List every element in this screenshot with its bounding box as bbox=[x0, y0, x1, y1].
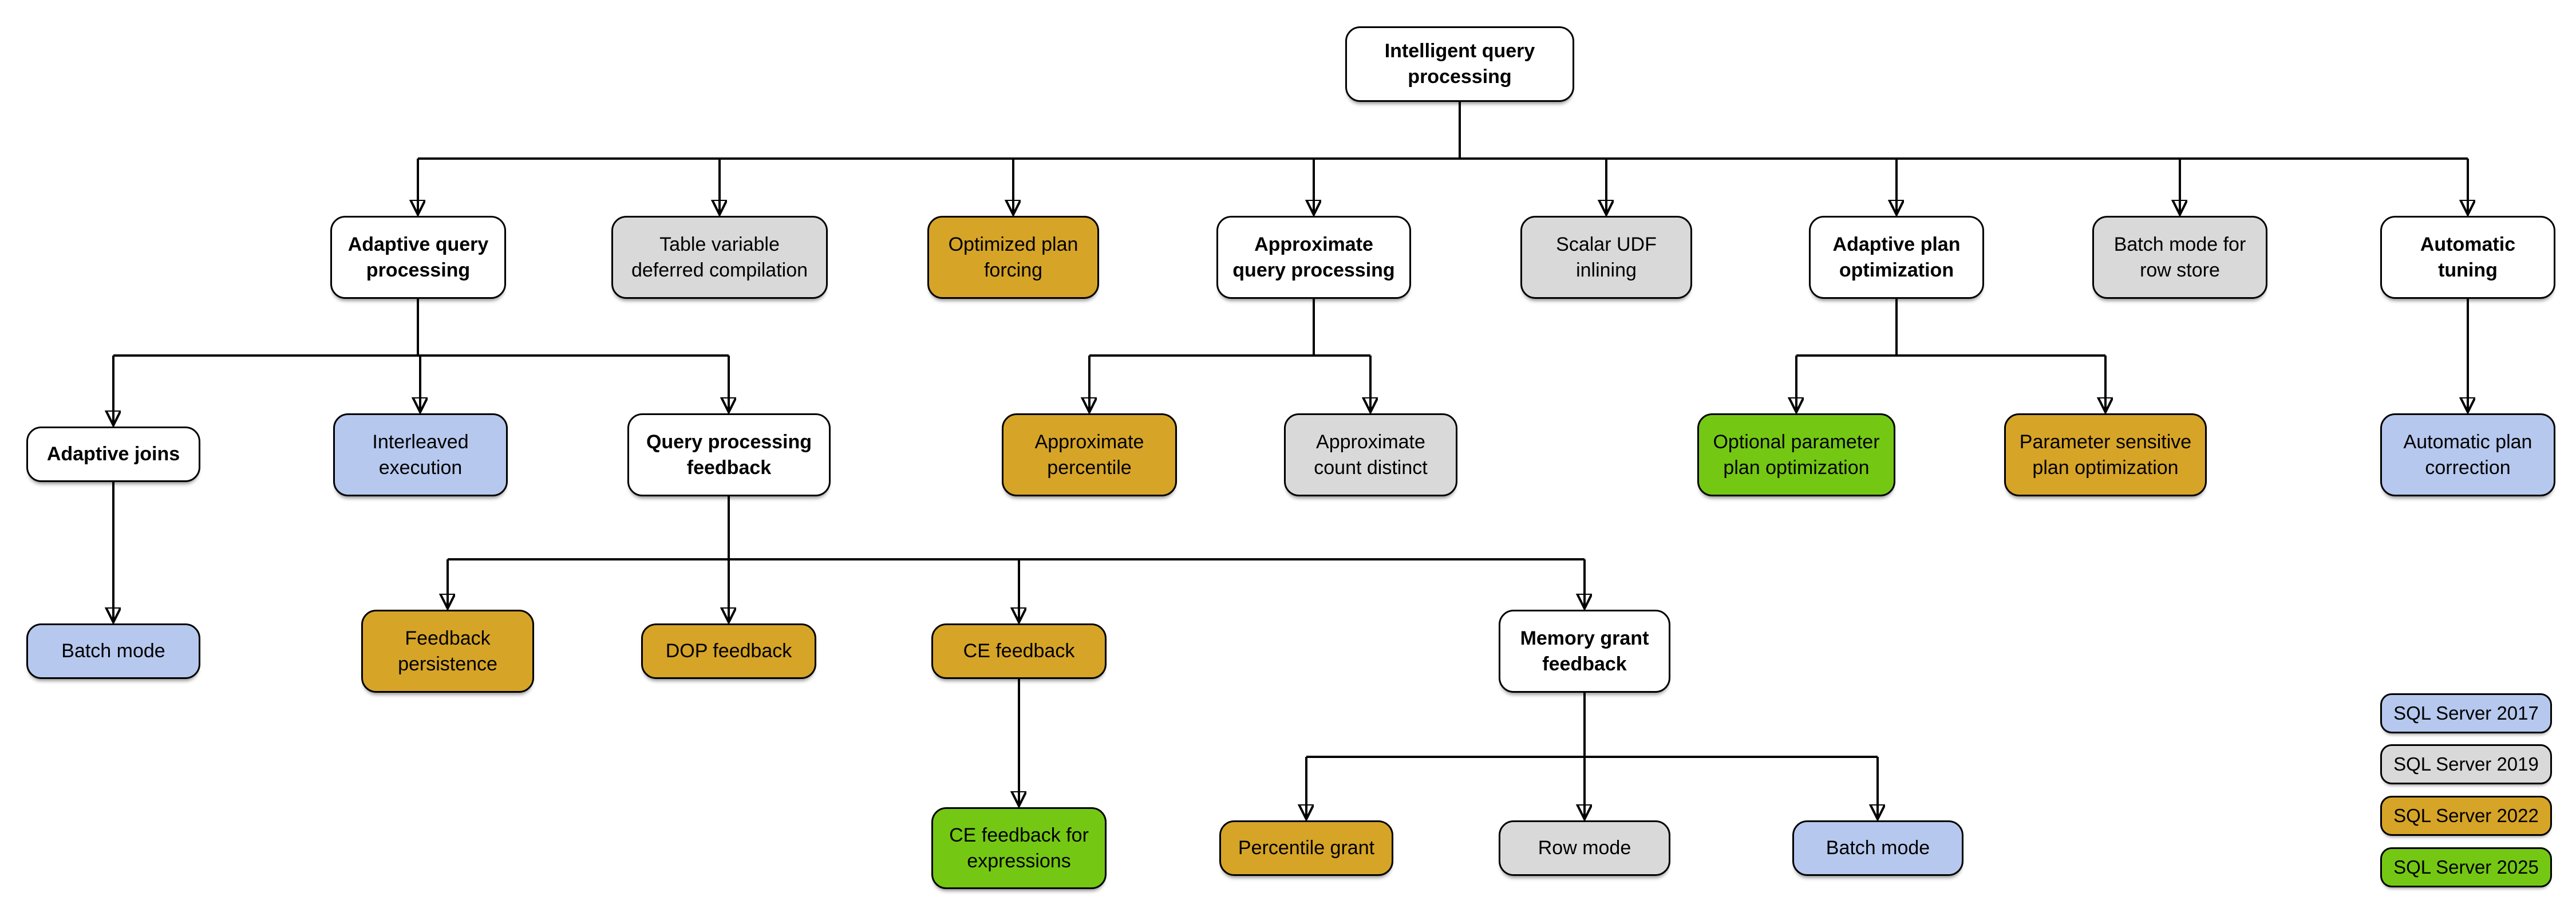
node-approximate-count-distinct: Approximate count distinct bbox=[1284, 413, 1457, 496]
node-interleaved-execution: Interleaved execution bbox=[333, 413, 508, 496]
node-approximate-query-processing: Approximate query processing bbox=[1216, 216, 1411, 299]
node-optimized-plan-forcing: Optimized plan forcing bbox=[927, 216, 1099, 299]
node-table-variable-deferred-compilation: Table variable deferred compilation bbox=[611, 216, 828, 299]
legend-sql-server-2022: SQL Server 2022 bbox=[2380, 796, 2552, 836]
adaptive-plan-optimization-bus bbox=[1796, 299, 2105, 357]
node-ce-feedback-for-expressions: CE feedback for expressions bbox=[931, 807, 1107, 889]
node-feedback-persistence: Feedback persistence bbox=[361, 610, 534, 693]
node-batch-mode-for-row-store: Batch mode for row store bbox=[2092, 216, 2267, 299]
node-optional-parameter-plan-optimization: Optional parameter plan optimization bbox=[1697, 413, 1895, 496]
node-adaptive-plan-optimization: Adaptive plan optimization bbox=[1809, 216, 1984, 299]
node-query-processing-feedback: Query processing feedback bbox=[627, 413, 831, 496]
node-adaptive-query-processing: Adaptive query processing bbox=[330, 216, 506, 299]
memory-grant-feedback-bus bbox=[1306, 693, 1878, 758]
adaptive-query-processing-bus bbox=[113, 299, 729, 357]
node-memory-grant-feedback: Memory grant feedback bbox=[1499, 610, 1670, 693]
node-adaptive-joins: Adaptive joins bbox=[26, 427, 200, 482]
node-parameter-sensitive-plan-optimization: Parameter sensitive plan optimization bbox=[2004, 413, 2207, 496]
legend-sql-server-2019: SQL Server 2019 bbox=[2380, 744, 2552, 784]
bus-lines bbox=[113, 102, 2468, 758]
node-intelligent-query-processing: Intelligent query processing bbox=[1345, 26, 1574, 102]
node-dop-feedback: DOP feedback bbox=[641, 623, 816, 679]
legend-sql-server-2025: SQL Server 2025 bbox=[2380, 847, 2552, 887]
query-processing-feedback-bus bbox=[448, 496, 1585, 560]
node-ce-feedback: CE feedback bbox=[931, 623, 1107, 679]
node-automatic-tuning: Automatic tuning bbox=[2380, 216, 2555, 299]
legend-sql-server-2017: SQL Server 2017 bbox=[2380, 693, 2552, 733]
node-row-mode: Row mode bbox=[1499, 820, 1670, 876]
root-bus bbox=[418, 102, 2468, 160]
node-batch-mode-adaptive-joins: Batch mode bbox=[26, 623, 200, 679]
node-batch-mode-memory-grant: Batch mode bbox=[1792, 820, 1963, 876]
node-scalar-udf-inlining: Scalar UDF inlining bbox=[1520, 216, 1692, 299]
node-automatic-plan-correction: Automatic plan correction bbox=[2380, 413, 2555, 496]
node-approximate-percentile: Approximate percentile bbox=[1002, 413, 1177, 496]
arrow-connectors bbox=[113, 159, 2468, 818]
approximate-query-processing-bus bbox=[1089, 299, 1370, 357]
node-percentile-grant: Percentile grant bbox=[1219, 820, 1393, 876]
